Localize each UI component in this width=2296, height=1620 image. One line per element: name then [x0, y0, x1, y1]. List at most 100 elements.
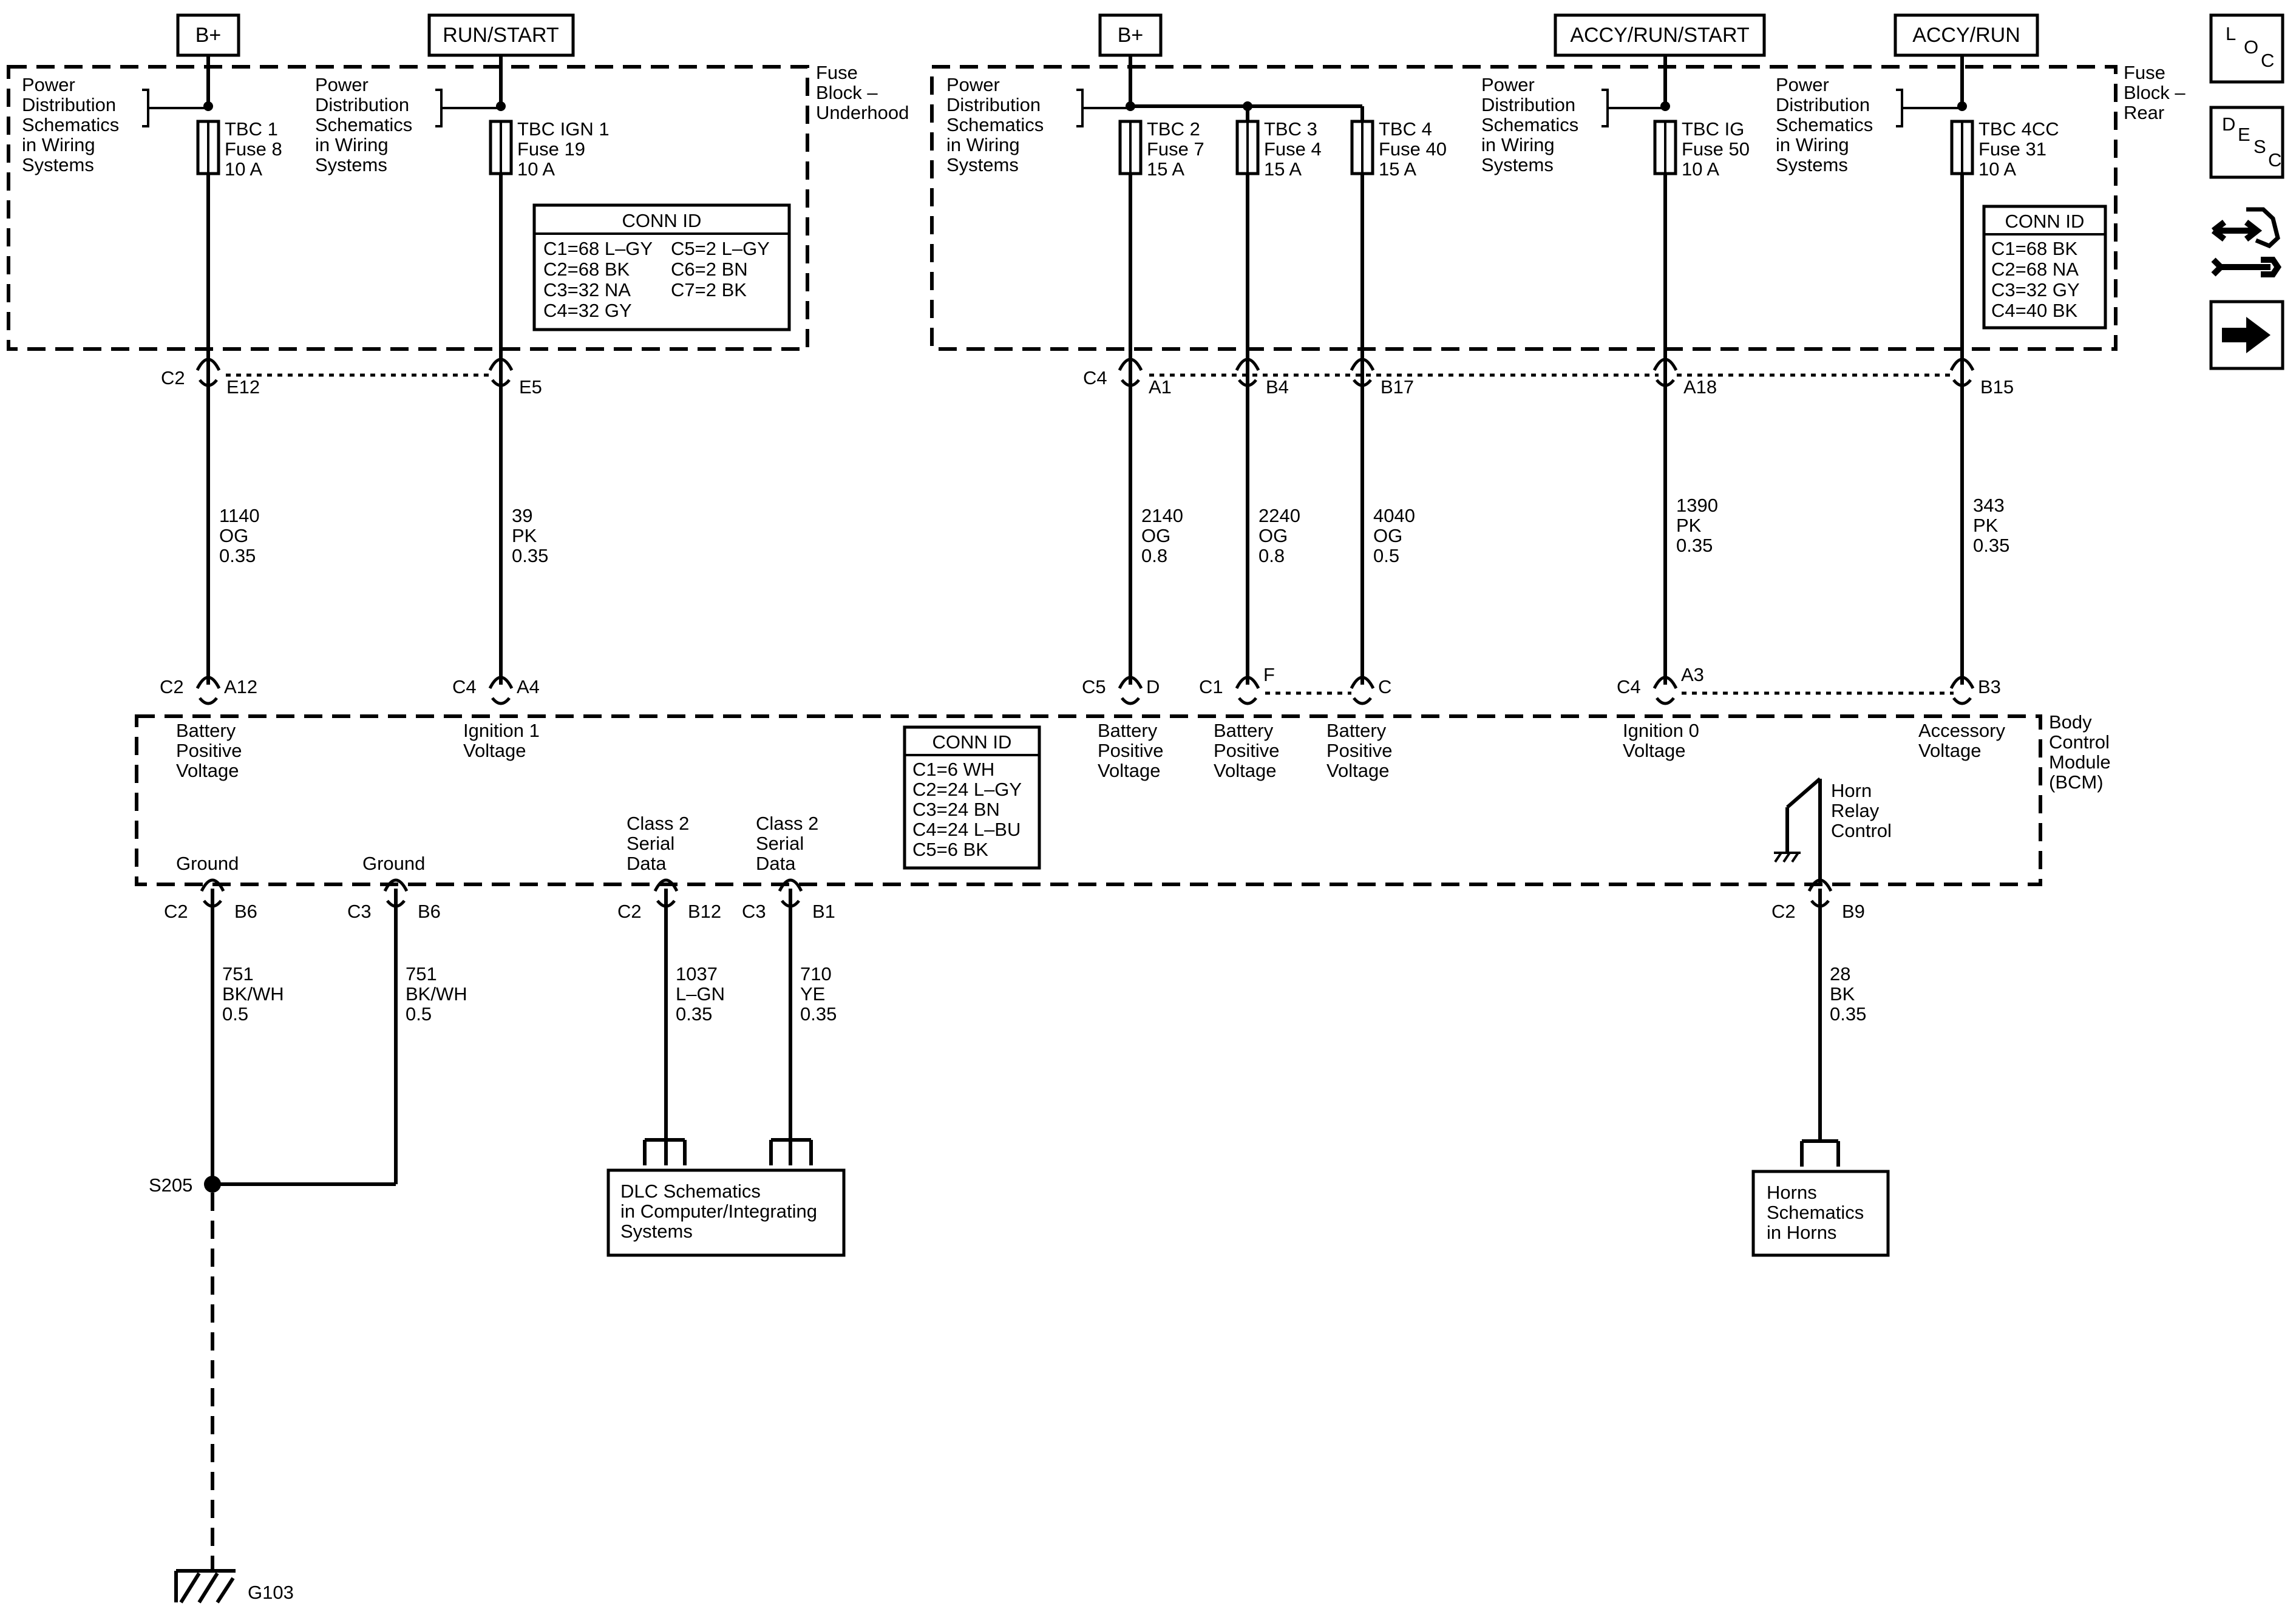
svg-text:2240: 2240 — [1258, 505, 1300, 526]
svg-text:Distribution: Distribution — [1481, 94, 1575, 115]
pin-label: B1 — [812, 901, 835, 922]
dlc-reference-box[interactable]: DLC Schematics in Computer/Integrating S… — [606, 1168, 846, 1257]
connector-tool-icon[interactable] — [2211, 207, 2282, 277]
conn-id-table-rear: CONN ID C1=68 BK C2=68 NA C3=32 GY C4=40… — [1982, 205, 2107, 330]
svg-text:ACCY/RUN: ACCY/RUN — [1912, 24, 2020, 47]
svg-text:Systems: Systems — [1776, 154, 1848, 175]
svg-text:Control: Control — [1831, 820, 1892, 841]
svg-text:Power: Power — [315, 74, 369, 95]
svg-text:PK: PK — [1973, 515, 1999, 536]
svg-text:OG: OG — [1373, 525, 1402, 546]
svg-text:0.35: 0.35 — [512, 545, 548, 566]
svg-text:Voltage: Voltage — [1098, 760, 1160, 781]
svg-text:Voltage: Voltage — [1623, 740, 1685, 761]
svg-text:C4=32 GY: C4=32 GY — [543, 300, 632, 321]
svg-text:710: 710 — [800, 963, 832, 985]
pin-label: A18 — [1683, 376, 1717, 398]
svg-text:Systems: Systems — [22, 154, 94, 175]
svg-text:C4=40 BK: C4=40 BK — [1991, 300, 2078, 321]
svg-text:L–GN: L–GN — [676, 983, 725, 1005]
svg-text:Horns: Horns — [1767, 1182, 1817, 1203]
bcm-input-connector — [1118, 676, 1143, 705]
svg-text:TBC IG: TBC IG — [1682, 118, 1744, 140]
svg-text:Schematics: Schematics — [1776, 114, 1873, 135]
svg-text:BK/WH: BK/WH — [222, 983, 284, 1005]
svg-text:C3=32 NA: C3=32 NA — [543, 279, 631, 300]
svg-text:TBC 1: TBC 1 — [225, 118, 278, 140]
svg-text:Positive: Positive — [1098, 740, 1164, 761]
svg-text:C6=2 BN: C6=2 BN — [671, 259, 748, 280]
svg-text:4040: 4040 — [1373, 505, 1415, 526]
fuse-block-connector — [1949, 358, 1975, 387]
pin-label: B15 — [1980, 376, 2014, 398]
svg-text:Systems: Systems — [620, 1221, 693, 1242]
svg-text:C3=24 BN: C3=24 BN — [912, 799, 1000, 820]
connector-id-label: C2 — [1771, 901, 1796, 922]
svg-text:C7=2 BK: C7=2 BK — [671, 279, 747, 300]
bcm-input-connector — [195, 676, 221, 705]
svg-text:O: O — [2244, 36, 2258, 58]
horn-relay-label: Horn Relay Control — [1831, 780, 1892, 841]
svg-text:C5=2 L–GY: C5=2 L–GY — [671, 238, 770, 259]
svg-text:in Wiring: in Wiring — [1481, 134, 1555, 155]
connector-id-label: C1 — [1199, 676, 1223, 697]
splice-s205-dot — [204, 1176, 221, 1193]
svg-text:Class 2: Class 2 — [756, 813, 818, 834]
horns-reference-box[interactable]: Horns Schematics in Horns — [1751, 1170, 1890, 1257]
bcm-output-connector — [383, 878, 409, 908]
svg-text:Distribution: Distribution — [1776, 94, 1870, 115]
svg-text:C: C — [2261, 50, 2274, 71]
pin-label: B9 — [1842, 901, 1865, 922]
svg-text:1140: 1140 — [219, 505, 260, 526]
svg-text:Block –: Block – — [2124, 82, 2186, 103]
svg-text:Fuse: Fuse — [2124, 62, 2165, 83]
desc-icon[interactable]: D E S C — [2209, 106, 2284, 179]
bcm-output-connector — [653, 878, 679, 908]
svg-text:Class 2: Class 2 — [627, 813, 689, 834]
svg-text:L: L — [2226, 23, 2236, 44]
svg-text:TBC 2: TBC 2 — [1147, 118, 1200, 140]
connector-id-label: C4 — [1617, 676, 1641, 697]
svg-text:C2=68 NA: C2=68 NA — [1991, 259, 2079, 280]
next-arrow-icon[interactable] — [2209, 300, 2284, 370]
svg-text:YE: YE — [800, 983, 825, 1005]
bcm-boundary — [135, 714, 2042, 886]
pin-label: E5 — [519, 376, 542, 398]
pin-label: C — [1378, 676, 1391, 697]
bcm-output-connector — [778, 878, 803, 908]
svg-text:2140: 2140 — [1141, 505, 1183, 526]
svg-text:15 A: 15 A — [1147, 158, 1184, 180]
svg-text:0.35: 0.35 — [1973, 535, 2009, 556]
svg-text:TBC 4: TBC 4 — [1379, 118, 1432, 140]
svg-text:Power: Power — [946, 74, 1000, 95]
loc-icon[interactable]: L O C — [2209, 13, 2284, 84]
svg-text:Voltage: Voltage — [176, 760, 239, 781]
svg-text:Serial: Serial — [756, 833, 804, 854]
svg-text:Power: Power — [22, 74, 75, 95]
svg-text:343: 343 — [1973, 495, 2005, 516]
svg-text:Voltage: Voltage — [463, 740, 526, 761]
svg-text:Control: Control — [2049, 731, 2110, 753]
svg-text:Rear: Rear — [2124, 102, 2164, 123]
svg-text:10 A: 10 A — [517, 158, 555, 180]
source-accy-run-start: ACCY/RUN/START — [1554, 13, 1766, 57]
svg-text:TBC 3: TBC 3 — [1264, 118, 1317, 140]
svg-text:TBC 4CC: TBC 4CC — [1978, 118, 2059, 140]
fuse-block-connector — [195, 358, 221, 387]
svg-text:C3=32 GY: C3=32 GY — [1991, 279, 2080, 300]
pin-label: B3 — [1978, 676, 2001, 697]
